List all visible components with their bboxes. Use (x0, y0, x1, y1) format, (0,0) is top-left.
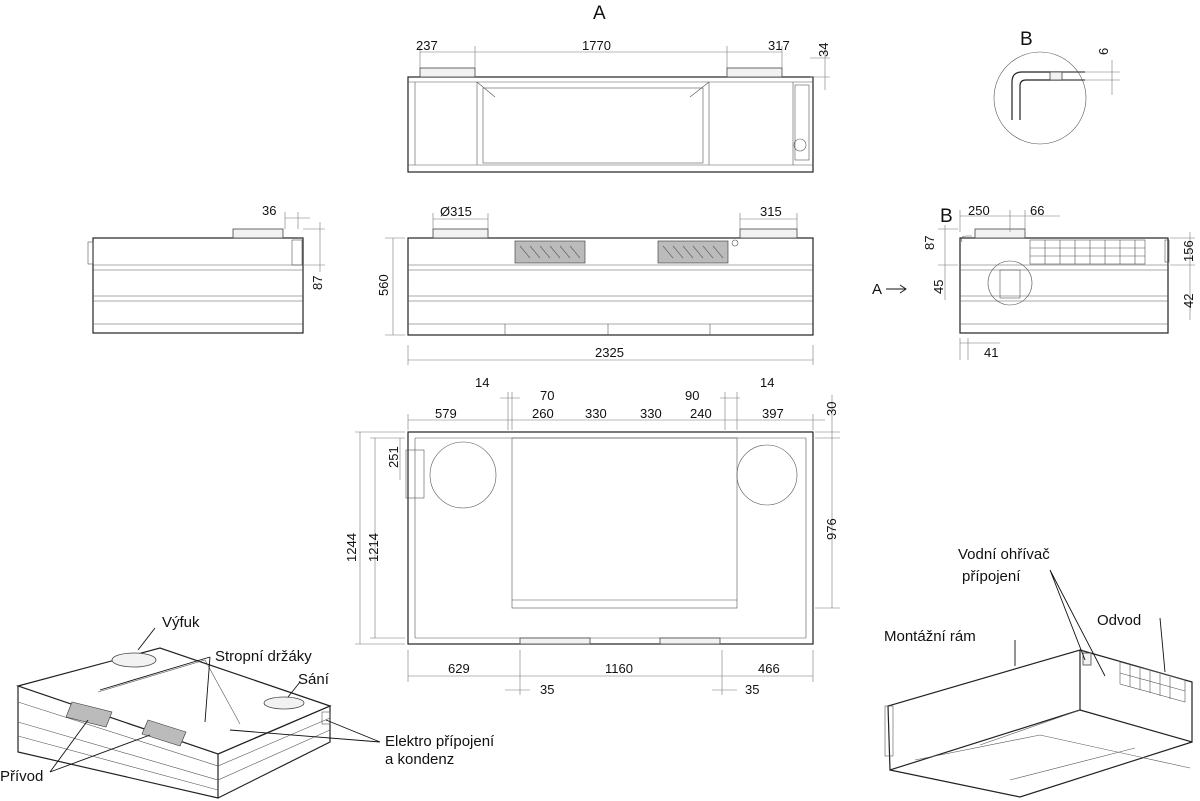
isometric-right: Vodní ohřívač přípojení Odvod Montážní r… (884, 546, 1193, 798)
dim-560: 560 (376, 274, 391, 296)
label-montazni-ram: Montážní rám (884, 628, 976, 645)
dim-317: 317 (768, 38, 790, 53)
dim-156: 156 (1181, 240, 1196, 262)
dim-250: 250 (968, 203, 990, 218)
view-a-label: A (593, 3, 606, 24)
dim-36: 36 (262, 203, 276, 218)
view-a-top: A 237 1770 317 34 (407, 3, 831, 173)
dim-330-a: 330 (585, 406, 607, 421)
dim-260: 260 (532, 406, 554, 421)
dim-35-left: 35 (540, 682, 554, 697)
dim-976: 976 (824, 518, 839, 540)
dim-30: 30 (824, 402, 839, 416)
dim-45: 45 (931, 280, 946, 294)
label-elektro-line1: Elektro přípojení (385, 733, 495, 750)
dim-34: 34 (816, 43, 831, 57)
isometric-left: Výfuk Stropní držáky Sání Elektro přípoj… (0, 614, 495, 799)
plan-view: 14 70 90 14 579 260 330 330 240 397 30 2… (344, 375, 840, 697)
dim-41: 41 (984, 345, 998, 360)
dim-397: 397 (762, 406, 784, 421)
front-view: Ø315 315 560 2325 (376, 204, 814, 365)
dim-6: 6 (1096, 48, 1111, 55)
dim-70: 70 (540, 388, 554, 403)
left-side-view: 36 87 (87, 203, 325, 334)
arrow-a-label: A (872, 281, 882, 298)
dim-315: 315 (760, 204, 782, 219)
dim-diameter-315: Ø315 (440, 204, 472, 219)
dim-90: 90 (685, 388, 699, 403)
dim-579: 579 (435, 406, 457, 421)
dim-251: 251 (386, 446, 401, 468)
label-privod: Přívod (0, 768, 43, 785)
label-sani: Sání (298, 671, 330, 688)
dim-35-right: 35 (745, 682, 759, 697)
dim-1770: 1770 (582, 38, 611, 53)
dim-14-left: 14 (475, 375, 489, 390)
label-vodni-line2: přípojení (962, 568, 1021, 585)
dim-87-right: 87 (922, 236, 937, 250)
label-elektro-line2: a kondenz (385, 751, 454, 768)
dim-14-right: 14 (760, 375, 774, 390)
label-odvod: Odvod (1097, 612, 1141, 629)
dim-1160: 1160 (605, 661, 633, 676)
label-stropni-drzaky: Stropní držáky (215, 648, 312, 665)
label-vodni-line1: Vodní ohřívač (958, 546, 1050, 563)
dim-42: 42 (1181, 294, 1196, 308)
label-vyfuk: Výfuk (162, 614, 200, 631)
dim-330-b: 330 (640, 406, 662, 421)
side-b-label: B (940, 206, 953, 227)
dim-1244: 1244 (344, 533, 359, 562)
right-side-view: B A (872, 203, 1196, 360)
dim-466: 466 (758, 661, 780, 676)
detail-b: B 6 (993, 29, 1120, 145)
dim-87-left: 87 (310, 276, 325, 290)
dim-240: 240 (690, 406, 712, 421)
dim-1214: 1214 (366, 533, 381, 562)
detail-b-label: B (1020, 29, 1033, 50)
dim-2325: 2325 (595, 345, 624, 360)
dim-66: 66 (1030, 203, 1044, 218)
dim-629: 629 (448, 661, 470, 676)
dim-237: 237 (416, 38, 438, 53)
